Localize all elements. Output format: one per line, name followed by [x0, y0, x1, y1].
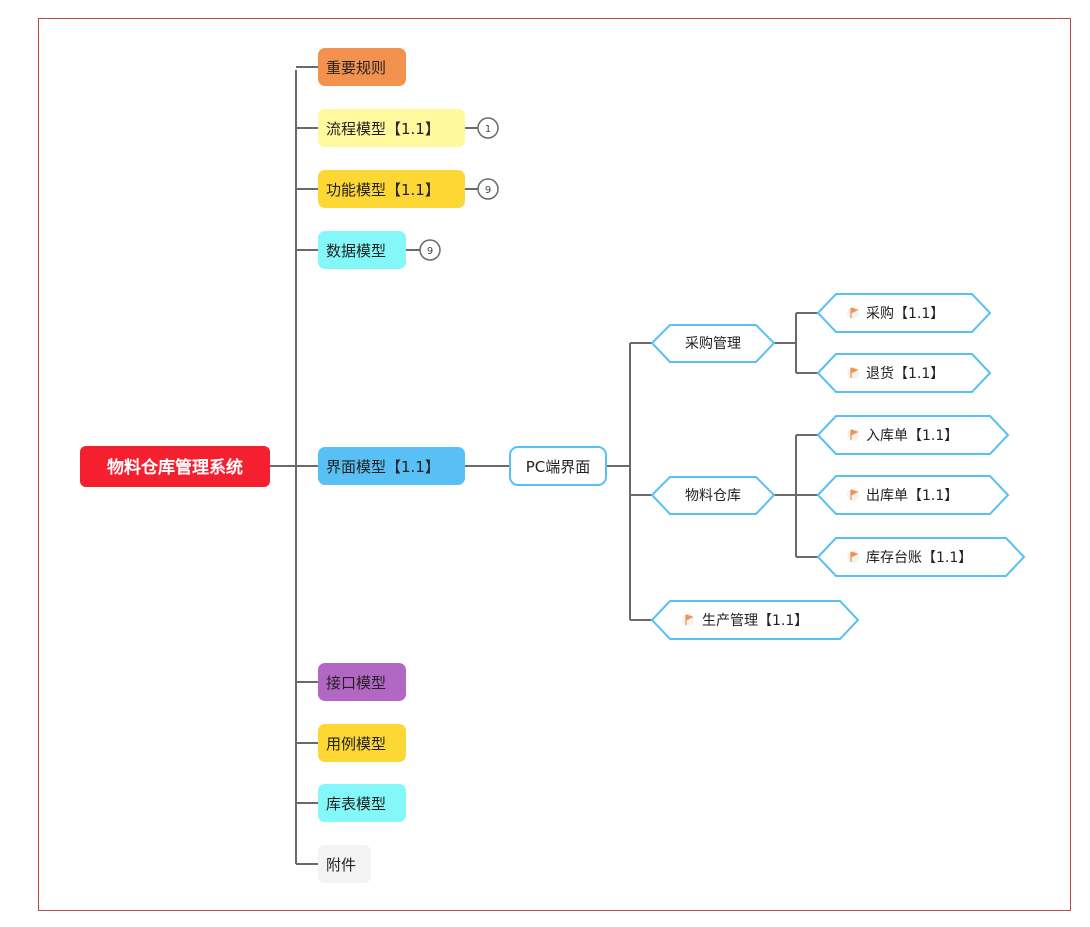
- flag-icon: [847, 367, 859, 379]
- leaf-label: 采购【1.1】: [866, 306, 944, 322]
- branch-box: [318, 724, 406, 762]
- hex-shape: [816, 475, 1010, 515]
- badge-count: 1: [485, 124, 491, 135]
- group-warehouse[interactable]: 物料仓库: [650, 476, 776, 515]
- hex-shape: [816, 537, 1026, 577]
- branch-label: 重要规则: [326, 59, 386, 77]
- branch-important-rules[interactable]: 重要规则: [318, 48, 406, 86]
- pc-box: [509, 446, 607, 486]
- badge-count: 9: [485, 185, 491, 196]
- group-purchase[interactable]: 采购管理: [650, 324, 776, 363]
- leaf-return[interactable]: 退货【1.1】: [816, 353, 992, 393]
- pc-label: PC端界面: [526, 458, 591, 476]
- flag-icon: [682, 614, 694, 626]
- count-badge[interactable]: 9: [477, 178, 499, 200]
- hex-shape: [650, 324, 776, 363]
- leaf-outbound[interactable]: 出库单【1.1】: [816, 475, 1010, 515]
- group-label: 物料仓库: [685, 488, 741, 504]
- branch-box: [318, 170, 465, 208]
- branch-interface-model[interactable]: 接口模型: [318, 663, 406, 701]
- diagram-frame: [38, 18, 1071, 911]
- branch-label: 附件: [326, 856, 356, 874]
- branch-function-model[interactable]: 功能模型【1.1】: [318, 170, 465, 208]
- group-label: 生产管理【1.1】: [702, 613, 808, 629]
- leaf-stock-ledger[interactable]: 库存台账【1.1】: [816, 537, 1026, 577]
- branch-label: 接口模型: [326, 674, 386, 692]
- branch-label: 流程模型【1.1】: [326, 120, 440, 138]
- flag-icon: [847, 551, 859, 563]
- flag-icon: [847, 307, 859, 319]
- branch-box: [318, 663, 406, 701]
- connector-pc-trunk: [606, 342, 652, 621]
- branch-ui-model[interactable]: 界面模型【1.1】: [318, 447, 465, 485]
- branch-usecase-model[interactable]: 用例模型: [318, 724, 406, 762]
- badge-count: 9: [427, 246, 433, 257]
- hex-shape: [816, 415, 1010, 455]
- leaf-purchase[interactable]: 采购【1.1】: [816, 293, 992, 333]
- root-label: 物料仓库管理系统: [107, 457, 243, 478]
- branch-label: 功能模型【1.1】: [326, 181, 440, 199]
- count-badge[interactable]: 9: [419, 239, 441, 261]
- leaf-label: 库存台账【1.1】: [866, 550, 972, 566]
- hex-shape: [816, 353, 992, 393]
- group-label: 采购管理: [685, 336, 741, 352]
- branch-box: [318, 784, 406, 822]
- leaf-label: 退货【1.1】: [866, 365, 944, 382]
- branch-label: 数据模型: [326, 242, 386, 260]
- hex-shape: [650, 600, 860, 640]
- branch-box: [318, 231, 406, 269]
- branch-box: [318, 109, 465, 147]
- branch-box: [318, 447, 465, 485]
- branch-label: 界面模型【1.1】: [326, 458, 440, 476]
- badge-circle: [477, 117, 499, 139]
- pc-interface-node[interactable]: PC端界面: [509, 446, 607, 486]
- group-production[interactable]: 生产管理【1.1】: [650, 600, 860, 640]
- connector-warehouse: [774, 434, 818, 558]
- flag-icon: [847, 489, 859, 501]
- count-badge[interactable]: 1: [477, 117, 499, 139]
- hex-shape: [816, 293, 992, 333]
- branch-data-model[interactable]: 数据模型: [318, 231, 406, 269]
- flag-icon: [847, 429, 859, 441]
- branch-process-model[interactable]: 流程模型【1.1】: [318, 109, 465, 147]
- connector-purchase: [774, 312, 818, 374]
- leaf-inbound[interactable]: 入库单【1.1】: [816, 415, 1010, 455]
- leaf-label: 出库单【1.1】: [866, 488, 958, 504]
- branch-label: 用例模型: [326, 735, 386, 753]
- branch-box: [318, 48, 406, 86]
- hex-shape: [650, 476, 776, 515]
- badge-circle: [419, 239, 441, 261]
- branch-table-model[interactable]: 库表模型: [318, 784, 406, 822]
- root-box: [80, 446, 270, 487]
- branch-label: 库表模型: [326, 795, 386, 813]
- connectors: [270, 66, 818, 865]
- root-node[interactable]: 物料仓库管理系统: [80, 446, 270, 487]
- branch-attachment[interactable]: 附件: [318, 845, 371, 883]
- leaf-label: 入库单【1.1】: [866, 428, 958, 444]
- badge-circle: [477, 178, 499, 200]
- branch-box: [318, 845, 371, 883]
